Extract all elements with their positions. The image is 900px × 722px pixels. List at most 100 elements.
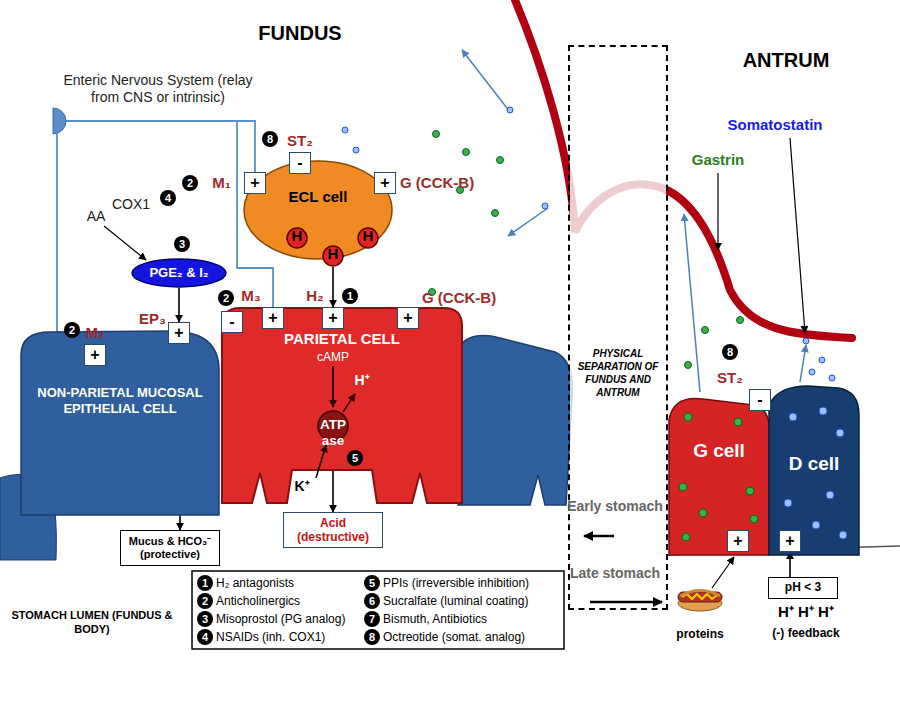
callout-number: 2: [182, 175, 198, 191]
text-label: Late stomach: [567, 565, 663, 581]
receptor-label: M₁: [212, 174, 231, 192]
legend-frame: [192, 571, 564, 649]
vessel-fade: [570, 47, 666, 608]
callout-number: 6: [364, 593, 380, 609]
hormone-arrow: [508, 208, 548, 236]
callout-number: 8: [262, 131, 278, 147]
connector: [57, 134, 84, 355]
receptor-sign: -: [750, 390, 770, 409]
text-label: cAMP: [317, 350, 349, 364]
node-text: PHYSICAL SEPARATION OF FUNDUS AND ANTRUM: [574, 347, 662, 399]
text-label: H⁺ H⁺ H⁺: [778, 603, 834, 621]
node-text: H: [322, 245, 344, 263]
connector: [179, 515, 181, 530]
callout-number: 5: [347, 450, 363, 466]
ph-box: pH < 3: [768, 577, 838, 599]
text-label: K⁺: [294, 478, 309, 495]
cox-arrow: [104, 226, 146, 260]
node-text: H: [357, 227, 379, 245]
atpase-pump: ATP ase: [317, 410, 349, 442]
connector: [178, 288, 180, 322]
legend-text: Sucralfate (luminal coating): [383, 594, 528, 608]
callout-number: 4: [197, 629, 213, 645]
text-label: Early stomach: [567, 498, 663, 514]
protein-arrow: [712, 557, 734, 588]
receptor-sign: +: [398, 308, 418, 327]
node-text: ATP ase: [317, 417, 349, 449]
receptor-box: M₂+: [84, 344, 106, 366]
gastrin-dots: [429, 131, 744, 369]
text-label: AA: [87, 208, 106, 225]
legend-text: Octreotide (somat. analog): [383, 630, 525, 644]
receptor-sign: +: [263, 308, 283, 327]
receptor-label: M₃: [241, 287, 260, 305]
parietal-cell: PARIETAL CELL ATP ase: [222, 308, 462, 503]
text-label: H⁺: [354, 372, 369, 389]
mucosal-cell: NON-PARIETAL MUCOSAL EPITHELIAL CELL: [20, 330, 220, 515]
text-label: COX1: [112, 196, 150, 213]
callout-number: 8: [364, 629, 380, 645]
receptor-box: ST₂-: [749, 389, 771, 411]
early-arrow: [584, 535, 614, 538]
node-text: Mucus & HCO₃⁻ (protective): [124, 535, 216, 561]
callout-number: 2: [197, 593, 213, 609]
blood-vessel: [515, 0, 852, 338]
leader-line: [790, 138, 805, 333]
callout-number: 5: [364, 575, 380, 591]
receptor-label: EP₃: [139, 310, 166, 328]
receptor-label: Enteric Nervous System (relay from CNS o…: [51, 72, 266, 106]
receptor-sign: +: [780, 531, 800, 550]
callout-number: 7: [364, 611, 380, 627]
nerve-dot: Enteric Nervous System (relay from CNS o…: [44, 108, 66, 134]
callout-number: 2: [218, 290, 234, 306]
node-text: D cell: [768, 453, 860, 475]
acid-box: Acid (destructive): [283, 512, 383, 548]
callout-number: 3: [174, 236, 190, 252]
legend-text: PPIs (irreversible inhibition): [383, 576, 529, 590]
receptor-sign: +: [375, 173, 395, 192]
node-text: pH < 3: [772, 580, 834, 595]
callout-number: 3: [197, 611, 213, 627]
callout-number: 1: [197, 575, 213, 591]
text-label: proteins: [676, 627, 723, 641]
histamine-granule: H: [322, 245, 344, 267]
separation-box: PHYSICAL SEPARATION OF FUNDUS AND ANTRUM: [568, 45, 668, 610]
receptor-label: H₂: [306, 287, 324, 305]
connector: [66, 121, 273, 307]
legend-text: H₂ antagonists: [216, 576, 294, 590]
receptor-label: ST₂: [287, 132, 313, 150]
legend-text: Bismuth, Antibiotics: [383, 612, 487, 626]
receptor-sign: +: [728, 531, 748, 550]
callout-number: 8: [722, 344, 738, 360]
receptor-box: H₂+: [322, 307, 344, 329]
leader-line: [717, 173, 718, 250]
legend-text: Misoprostol (PG analog): [216, 612, 345, 626]
receptor-box: +: [727, 530, 749, 552]
hormone-arrow: [462, 50, 510, 112]
connector: [66, 121, 255, 172]
receptor-sign: -: [222, 312, 242, 331]
receptor-box: +: [779, 530, 801, 552]
histamine-granule: H: [357, 227, 379, 249]
receptor-box: -: [221, 311, 243, 333]
late-arrow: [590, 601, 662, 604]
text-label: STOMACH LUMEN (FUNDUS & BODY): [7, 608, 177, 636]
text-label: Gastrin: [692, 151, 745, 169]
node-text: H: [286, 227, 308, 245]
receptor-sign: +: [169, 323, 189, 342]
callout-number: 2: [64, 322, 80, 338]
receptor-label: G (CCK-B): [400, 174, 474, 192]
node-text: Acid (destructive): [287, 516, 379, 544]
receptor-sign: +: [323, 308, 343, 327]
connector: [332, 267, 334, 307]
hotdog-icon: [678, 591, 722, 612]
receptor-label: ST₂: [717, 369, 743, 387]
receptor-box: EP₃+: [168, 322, 190, 344]
legend-text: NSAIDs (inh. COX1): [216, 630, 325, 644]
prostaglandin-oval: PGE₂ & I₂: [131, 258, 227, 288]
callout-number: 1: [342, 288, 358, 304]
node-text: PARIETAL CELL: [222, 330, 462, 348]
node-text: NON-PARIETAL MUCOSAL EPITHELIAL CELL: [34, 385, 206, 417]
receptor-box: M₁+: [244, 172, 266, 194]
